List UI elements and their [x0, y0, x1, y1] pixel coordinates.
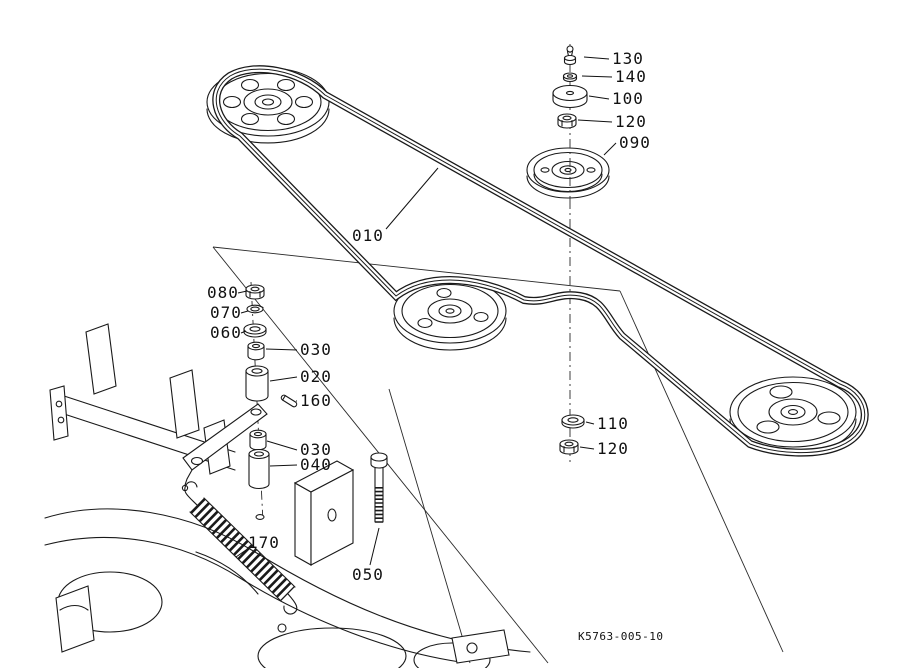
deck-tab: [451, 629, 510, 664]
deck-body-curves: [44, 508, 531, 668]
part-080-nut: [245, 284, 265, 300]
part-070-lock-washer: [246, 304, 264, 314]
part-label-040: 040: [300, 455, 332, 474]
pulley-center: [393, 278, 507, 351]
part-050-bolt: [370, 452, 388, 523]
part-label-090: 090: [619, 133, 651, 152]
part-120-nut-upper: [557, 113, 577, 129]
part-020-bushing: [245, 365, 269, 402]
tension-arm: [181, 403, 268, 492]
part-label-100: 100: [612, 89, 644, 108]
part-label-120-lower: 120: [597, 439, 629, 458]
part-060-washer: [243, 323, 267, 338]
part-label-060: 060: [210, 323, 242, 342]
part-label-140: 140: [615, 67, 647, 86]
part-040-spacer-tube: [248, 448, 270, 490]
pulley-right: [729, 376, 857, 455]
part-label-010: 010: [352, 226, 384, 245]
part-label-160: 160: [300, 391, 332, 410]
part-030-collar-lower: [249, 429, 267, 451]
deck-hole: [277, 623, 287, 633]
part-label-030-lower: 030: [300, 440, 332, 459]
part-label-030-upper: 030: [300, 340, 332, 359]
part-label-070: 070: [210, 303, 242, 322]
part-130-grease-fitting: [563, 45, 577, 66]
part-label-110: 110: [597, 414, 629, 433]
part-140-push-nut: [562, 72, 578, 83]
part-170-spring: [184, 481, 298, 615]
part-120-nut-lower: [559, 439, 579, 455]
part-010-belt: [212, 65, 869, 457]
part-label-080: 080: [207, 283, 239, 302]
deck-corner-bracket: [55, 585, 95, 653]
part-label-050: 050: [352, 565, 384, 584]
part-090-idler-pulley: [526, 147, 610, 199]
pulley-top-left: [206, 67, 330, 144]
part-110-washer: [561, 414, 585, 429]
part-160-spring-pin: [280, 394, 298, 408]
part-labels: 130 140 100 120 090 010 080 070 060 030 …: [207, 49, 651, 584]
part-label-170: 170: [248, 533, 280, 552]
deck-hole: [466, 642, 478, 654]
part-100-collar-cap: [552, 84, 588, 109]
part-030-collar-upper: [247, 341, 265, 361]
part-label-120-upper: 120: [615, 112, 647, 131]
stack-end-washer: [255, 514, 265, 520]
drawing-code: K5763-005-10: [578, 630, 663, 643]
part-label-130: 130: [612, 49, 644, 68]
leader-lines: [235, 56, 617, 566]
deck-bracket: [169, 369, 200, 439]
deck-bracket: [85, 323, 117, 395]
part-label-020: 020: [300, 367, 332, 386]
belt-guide-bracket: [293, 460, 355, 566]
